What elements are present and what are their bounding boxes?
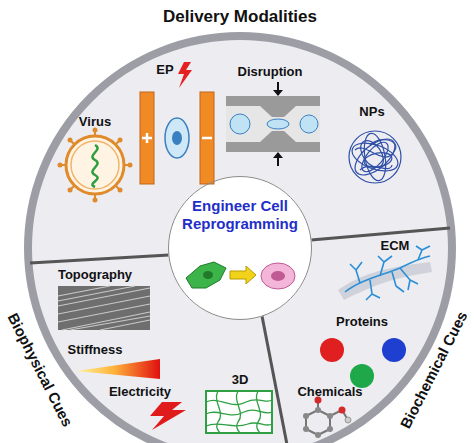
item-label: EP: [156, 63, 173, 77]
item-label: Proteins: [336, 315, 388, 329]
sector-title: Delivery Modalities: [163, 7, 317, 27]
item-label: Chemicals: [297, 385, 362, 399]
item-label: Virus: [79, 115, 111, 129]
item-label: ECM: [381, 239, 410, 253]
item-label: Topography: [58, 268, 132, 282]
item-label: 3D: [232, 373, 249, 387]
center-circle: Engineer Cell Reprogramming: [168, 176, 312, 320]
item-label: Stiffness: [68, 343, 123, 357]
item-label: Electricity: [109, 385, 171, 399]
item-label: Disruption: [238, 65, 303, 79]
sector-heading: Delivery Modalities: [163, 7, 317, 27]
center-text: Engineer Cell Reprogramming: [178, 197, 302, 233]
item-label: NPs: [359, 105, 384, 119]
